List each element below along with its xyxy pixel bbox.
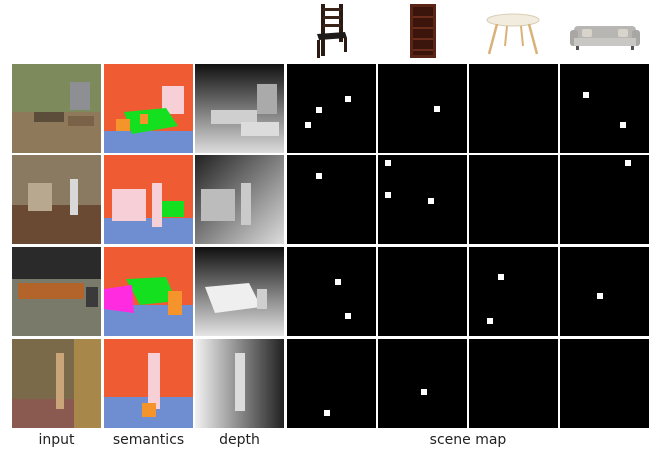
- depth-image: [195, 247, 284, 336]
- object-marker: [625, 160, 631, 166]
- scene-map-cell: [287, 155, 376, 244]
- chair-icon: [287, 0, 376, 60]
- object-marker: [498, 274, 504, 280]
- object-marker: [316, 173, 322, 179]
- sofa-icon: [560, 0, 649, 60]
- object-marker: [583, 92, 589, 98]
- scene-map-cell: [287, 64, 376, 153]
- bookshelf-icon: [378, 0, 467, 60]
- scene-map-cell: [287, 339, 376, 428]
- input-image: [12, 247, 101, 336]
- scene-map-cell: [560, 339, 649, 428]
- scene-map-cell: [378, 64, 467, 153]
- object-marker: [421, 389, 427, 395]
- scene-map-cell: [287, 247, 376, 336]
- semantics-image: [104, 339, 193, 428]
- depth-image: [195, 155, 284, 244]
- object-marker: [434, 106, 440, 112]
- input-image: [12, 64, 101, 153]
- semantics-image: [104, 64, 193, 153]
- table-icon: [469, 0, 558, 60]
- object-marker: [385, 160, 391, 166]
- object-marker: [316, 107, 322, 113]
- object-marker: [335, 279, 341, 285]
- object-marker: [324, 410, 330, 416]
- object-marker: [428, 198, 434, 204]
- object-marker: [487, 318, 493, 324]
- object-marker: [345, 96, 351, 102]
- scene-map-cell: [469, 247, 558, 336]
- object-marker: [620, 122, 626, 128]
- semantics-image: [104, 247, 193, 336]
- scene-map-cell: [469, 339, 558, 428]
- scene-map-cell: [560, 64, 649, 153]
- semantics-label: semantics: [104, 432, 193, 448]
- object-marker: [305, 122, 311, 128]
- depth-image: [195, 64, 284, 153]
- scene-map-label: scene map: [287, 432, 649, 448]
- object-marker: [345, 313, 351, 319]
- depth-image: [195, 339, 284, 428]
- depth-label: depth: [195, 432, 284, 448]
- object-marker: [597, 293, 603, 299]
- scene-map-cell: [560, 247, 649, 336]
- input-label: input: [12, 432, 101, 448]
- object-marker: [385, 192, 391, 198]
- semantics-image: [104, 155, 193, 244]
- scene-map-cell: [378, 155, 467, 244]
- scene-map-cell: [378, 247, 467, 336]
- scene-map-cell: [469, 64, 558, 153]
- scene-map-cell: [378, 339, 467, 428]
- scene-map-cell: [469, 155, 558, 244]
- scene-map-cell: [560, 155, 649, 244]
- input-image: [12, 339, 101, 428]
- input-image: [12, 155, 101, 244]
